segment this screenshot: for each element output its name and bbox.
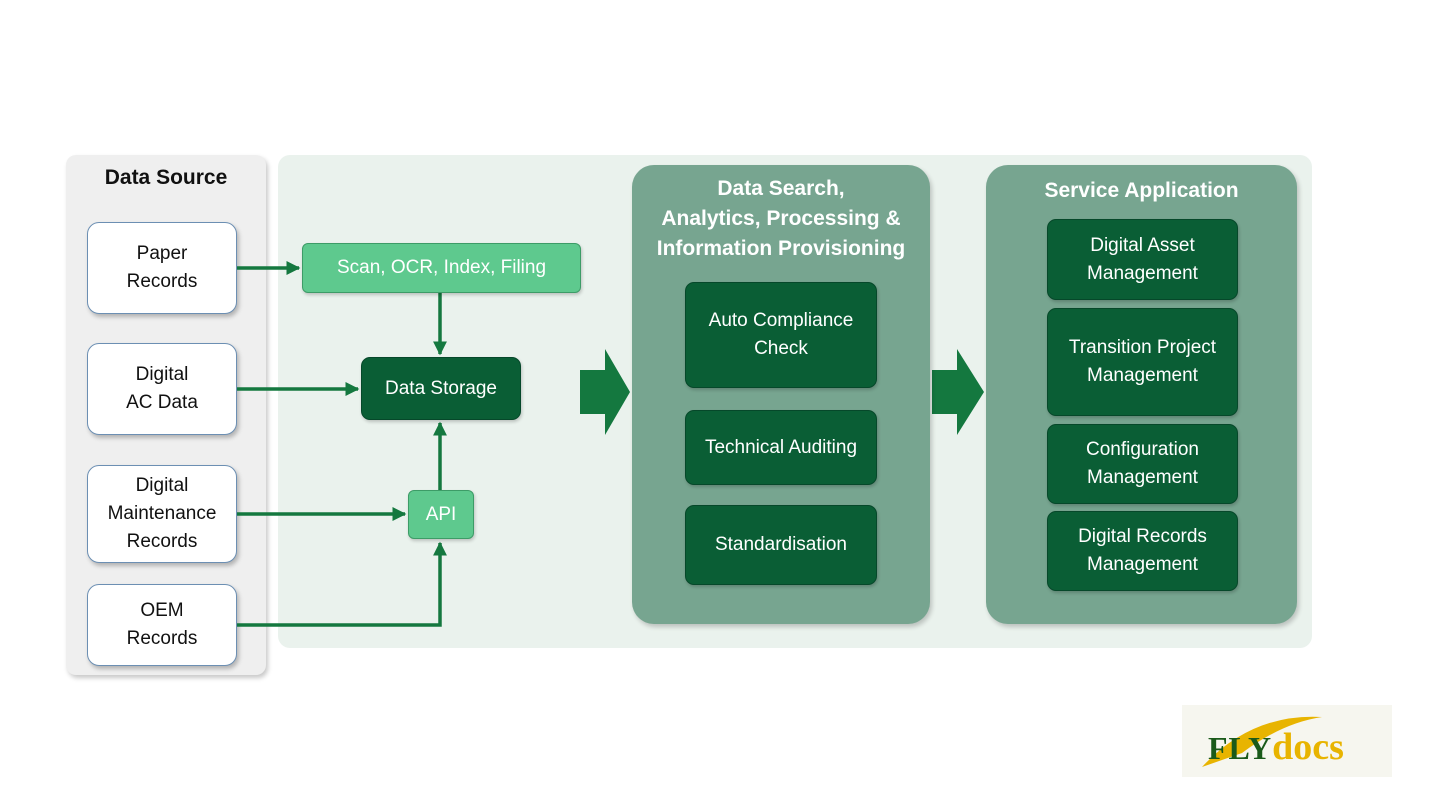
standardisation-box: Standardisation [685, 505, 877, 585]
source-oem-records: OEM Records [87, 584, 237, 666]
source-label-line: Paper [136, 243, 188, 264]
logo-wordmark: FLYdocs [1208, 725, 1344, 769]
logo-fly-text: FLY [1208, 730, 1273, 766]
source-label-line: Digital [135, 364, 189, 385]
configuration-management-box: Configuration Management [1047, 424, 1238, 504]
box-label-line: Check [754, 338, 808, 359]
oem-to-api-arrow [237, 541, 447, 627]
source-label-line: Records [126, 628, 198, 649]
box-label-line: Management [1087, 365, 1198, 386]
source-digital-ac-data: Digital AC Data [87, 343, 237, 435]
box-label-line: Auto Compliance [708, 310, 854, 331]
data-storage-box: Data Storage [361, 357, 521, 420]
digital-records-management-box: Digital Records Management [1047, 511, 1238, 591]
api-box: API [408, 490, 474, 539]
box-label-line: Transition Project [1068, 337, 1217, 358]
source-label-line: AC Data [126, 392, 198, 413]
auto-compliance-check-box: Auto Compliance Check [685, 282, 877, 388]
source-paper-records: Paper Records [87, 222, 237, 314]
data-search-title: Data Search, Analytics, Processing & Inf… [632, 174, 930, 264]
column-title-line: Analytics, Processing & [661, 207, 901, 230]
box-label-line: Management [1087, 262, 1198, 284]
transition-project-management-box: Transition Project Management [1047, 308, 1238, 416]
flydocs-logo: FLYdocs [1182, 705, 1392, 777]
logo-swoosh-icon [1202, 716, 1322, 767]
source-label-line: OEM [140, 600, 184, 621]
source-label-line: Records [126, 531, 198, 552]
source-label-line: Records [126, 271, 198, 292]
column-title-line: Information Provisioning [656, 237, 906, 260]
box-label-line: Digital Asset [1090, 234, 1195, 256]
service-application-title: Service Application [1044, 179, 1239, 202]
box-label-line: Management [1087, 554, 1198, 575]
digital-asset-management-box: Digital Asset Management [1047, 219, 1238, 300]
logo-docs-text: docs [1272, 726, 1344, 768]
scan-ocr-index-filing-box: Scan, OCR, Index, Filing [302, 243, 581, 293]
data-source-title: Data Source [104, 166, 228, 189]
source-label-line: Digital [135, 475, 189, 496]
box-label-line: Management [1087, 467, 1198, 488]
box-label-line: Configuration [1085, 439, 1200, 460]
flow-arrow-2 [932, 349, 984, 435]
flow-arrow-1 [580, 349, 630, 435]
source-label-line: Maintenance [107, 503, 217, 524]
column-title-line: Data Search, [717, 177, 845, 200]
box-label-line: Digital Records [1078, 526, 1207, 547]
technical-auditing-box: Technical Auditing [685, 410, 877, 485]
source-digital-maintenance-records: Digital Maintenance Records [87, 465, 237, 563]
